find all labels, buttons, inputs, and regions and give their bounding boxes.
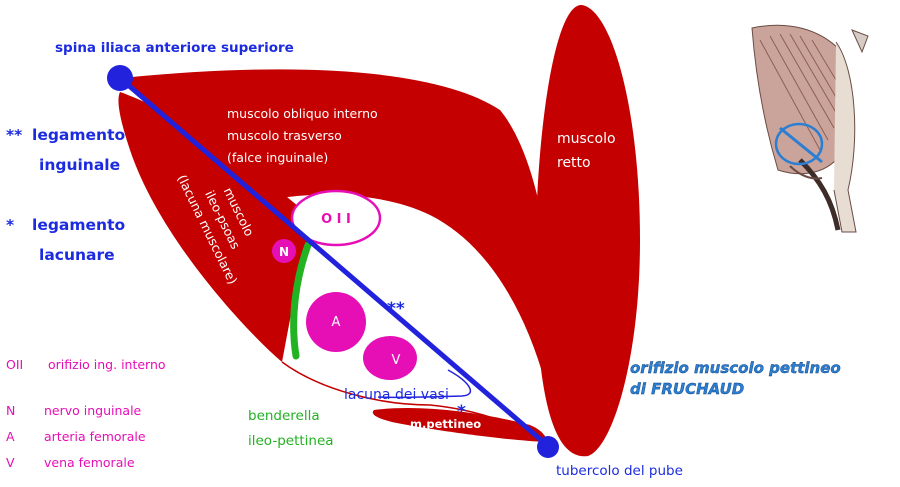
key-v-text: vena femorale: [44, 455, 135, 470]
key-n-abbr: N: [6, 403, 15, 418]
key-n-text: nervo inguinale: [44, 403, 142, 418]
key-a-text: arteria femorale: [44, 429, 146, 444]
oblique-label-3: (falce inguinale): [227, 150, 328, 165]
key-a-abbr: A: [6, 429, 15, 444]
pubic-tubercle-point: [537, 436, 559, 458]
legend-inguinal-2: inguinale: [39, 156, 120, 174]
rectus-label-1: muscolo: [557, 131, 616, 147]
legend-lacunar-2: lacunare: [39, 246, 115, 264]
svg-text:muscolo obliquo interno mu: muscolo obliquo interno muscolo trasvers…: [227, 106, 382, 165]
internal-ring-label: O I I: [321, 212, 351, 227]
svg-text:muscolo retto: muscolo retto: [557, 131, 620, 171]
pectineus-muscle: [372, 407, 547, 442]
pubic-tubercle-label: tubercolo del pube: [556, 463, 683, 479]
oblique-label-1: muscolo obliquo interno: [227, 106, 378, 121]
anatomy-drawing-icon: [744, 22, 869, 233]
rectus-muscle: [535, 4, 640, 457]
legend-lacunar-mark: *: [6, 216, 14, 234]
asis-label: spina iliaca anteriore superiore: [55, 40, 294, 56]
nerve-circle: [272, 239, 296, 263]
asis-point: [107, 65, 133, 91]
legend-inguinal-mark: **: [6, 126, 22, 144]
svg-text:orifizio muscolo pettineo: orifizio muscolo pettineo di FRUCHAUD: [630, 359, 846, 398]
internal-ring: [290, 189, 382, 247]
legend-inguinal-1: legamento: [32, 126, 125, 144]
artery-label: A: [332, 315, 341, 330]
vascular-lacuna-label: lacuna dei vasi: [344, 387, 449, 403]
nerve-label: N: [279, 245, 289, 259]
key-v-abbr: V: [6, 455, 15, 470]
svg-text:** legamento inguinale: ** legamento inguinale * legamento lacun…: [6, 126, 131, 264]
inguinal-ligament: [118, 76, 550, 448]
artery-circle: [306, 292, 366, 352]
fruchaud-line-2: di FRUCHAUD: [630, 380, 744, 398]
key-oii-text: orifizio ing. interno: [48, 357, 166, 372]
lacunar-ligament: [377, 369, 472, 399]
pectineus-label: m.pettineo: [410, 417, 481, 431]
key-oii-abbr: OII: [6, 357, 23, 372]
inguinal-ligament-mark: **: [387, 299, 405, 319]
iliopectineal-label-2: ileo-pettinea: [248, 433, 334, 449]
fruchaud-line-1: orifizio muscolo pettineo: [630, 359, 841, 377]
iliopectineal-label-1: benderella: [248, 408, 320, 424]
iliopsoas-muscle: [118, 92, 315, 362]
vein-ellipse: [363, 336, 417, 380]
rectus-label-2: retto: [557, 155, 591, 171]
lacunar-ligament-mark: *: [457, 402, 466, 422]
svg-text:OII orifizio ing. interno: OII orifizio ing. interno N nervo inguin…: [6, 357, 170, 470]
vein-label: V: [392, 353, 401, 368]
oblique-label-2: muscolo trasverso: [227, 128, 342, 143]
svg-text:benderella ileo-pettinea: benderella ileo-pettinea: [248, 408, 334, 449]
iliopectineal-band: [290, 241, 312, 360]
legend-lacunar-1: legamento: [32, 216, 125, 234]
